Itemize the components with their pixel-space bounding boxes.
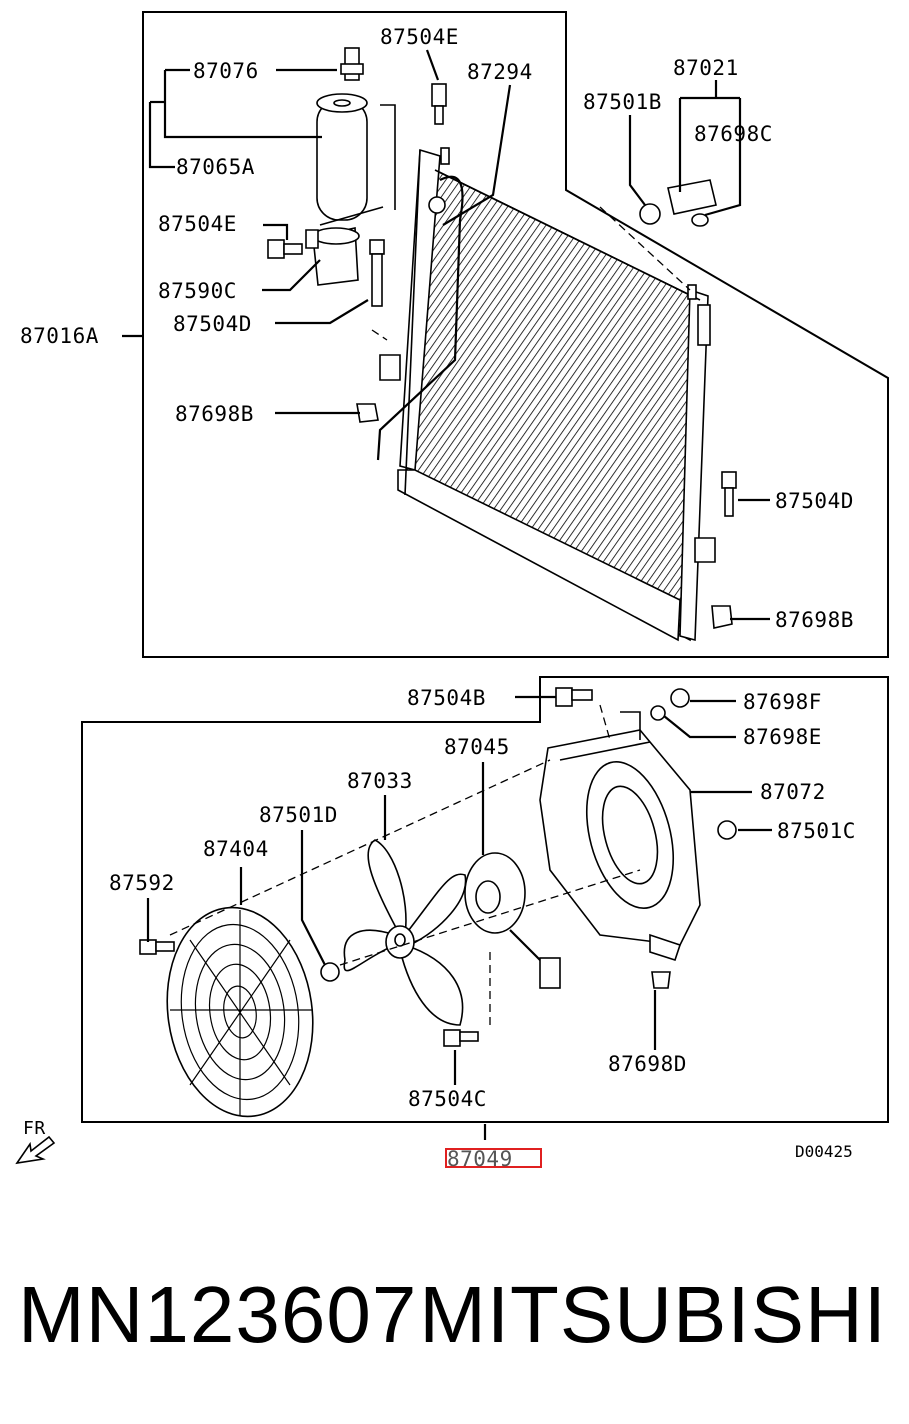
label-87072[interactable]: 87072 (760, 780, 826, 804)
condenser (376, 148, 711, 642)
label-87049[interactable]: 87049 (447, 1147, 513, 1171)
label-87076[interactable]: 87076 (193, 59, 259, 83)
label-87698F[interactable]: 87698F (743, 690, 822, 714)
label-87504E-left[interactable]: 87504E (158, 212, 237, 236)
label-87294[interactable]: 87294 (467, 60, 533, 84)
label-87698D[interactable]: 87698D (608, 1052, 687, 1076)
bolts-upper (267, 83, 737, 629)
fan-motor (464, 852, 561, 989)
fan-group (81, 676, 889, 1140)
label-87504B[interactable]: 87504B (407, 686, 486, 710)
label-87592[interactable]: 87592 (109, 871, 175, 895)
label-87021[interactable]: 87021 (673, 56, 739, 80)
label-87504C[interactable]: 87504C (408, 1087, 487, 1111)
fan-frame (81, 676, 889, 1123)
label-87698B-left[interactable]: 87698B (175, 402, 254, 426)
parts-diagram: 87504E 87076 87294 87021 87501B 87698C 8… (15, 11, 889, 1171)
label-87404[interactable]: 87404 (203, 837, 269, 861)
label-87504D-right[interactable]: 87504D (775, 489, 854, 513)
diagram-code: D00425 (795, 1142, 853, 1161)
part-number: MN123607 (18, 1270, 418, 1359)
label-87698C[interactable]: 87698C (694, 122, 773, 146)
leaders-lower (146, 695, 772, 1140)
label-87698E[interactable]: 87698E (743, 725, 822, 749)
label-87504D-left[interactable]: 87504D (173, 312, 252, 336)
fan-shroud (539, 711, 701, 962)
fan-guard (166, 906, 314, 1118)
label-87590C[interactable]: 87590C (158, 279, 237, 303)
condenser-frame (142, 11, 889, 658)
label-fr: FR (23, 1118, 46, 1139)
label-87501C[interactable]: 87501C (777, 819, 856, 843)
receiver-dryer (305, 47, 368, 286)
footer-caption: MN123607 MITSUBISHI (0, 1270, 909, 1370)
brand-name: MITSUBISHI (419, 1270, 887, 1359)
label-87045[interactable]: 87045 (444, 735, 510, 759)
leaders-upper (122, 49, 770, 621)
label-87033[interactable]: 87033 (347, 769, 413, 793)
label-87501D[interactable]: 87501D (259, 803, 338, 827)
bolts-lower (139, 687, 737, 1047)
front-direction-arrow-icon (15, 1135, 56, 1165)
label-87501B[interactable]: 87501B (583, 90, 662, 114)
label-87698B-right[interactable]: 87698B (775, 608, 854, 632)
fan-blade (343, 839, 467, 1026)
highlight-box (445, 1148, 542, 1168)
label-87065A[interactable]: 87065A (176, 155, 255, 179)
label-87016A[interactable]: 87016A (20, 324, 99, 348)
label-87504E-top[interactable]: 87504E (380, 25, 459, 49)
condenser-group (122, 11, 889, 658)
